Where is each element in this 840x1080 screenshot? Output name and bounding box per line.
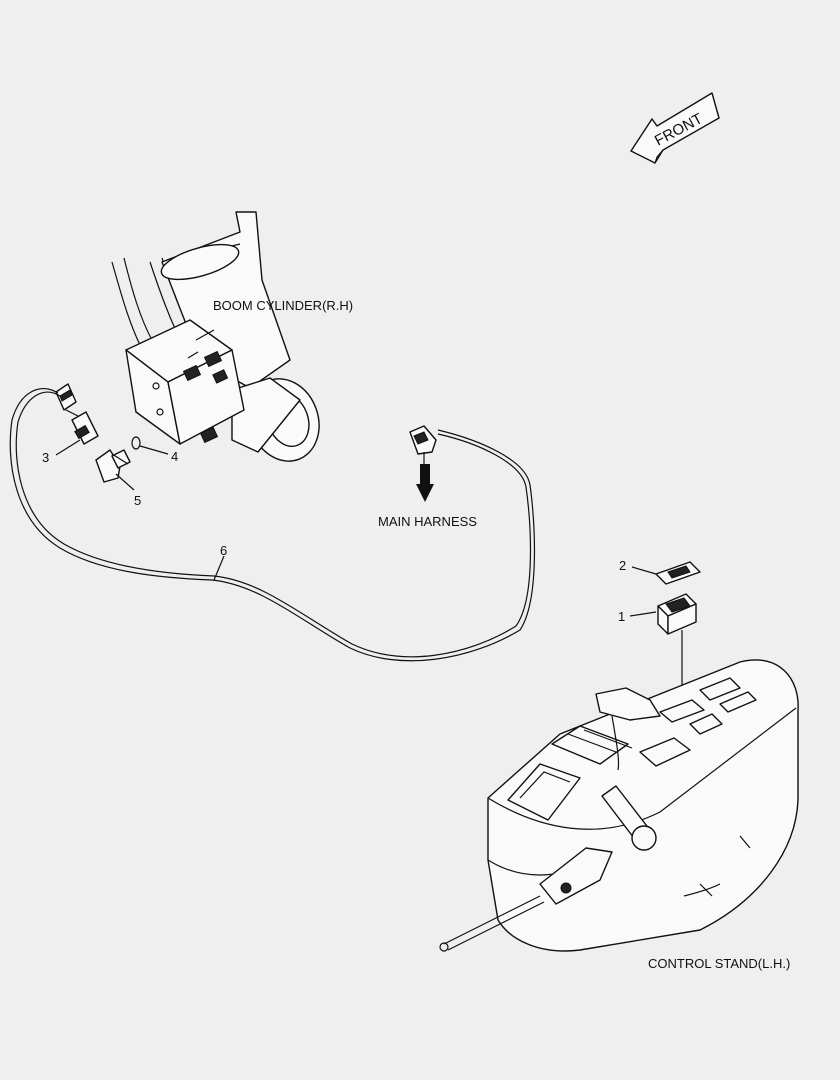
pressure-sensor-parts bbox=[55, 383, 141, 483]
sensor-harness-cable bbox=[9, 388, 536, 662]
control-stand-drawing bbox=[439, 659, 799, 952]
switch-cover bbox=[655, 561, 701, 585]
callout-5: 5 bbox=[134, 493, 141, 508]
main-harness-arrow-icon bbox=[416, 464, 434, 502]
front-arrow-icon bbox=[630, 92, 720, 164]
callout-6: 6 bbox=[220, 543, 227, 558]
main-harness-label: MAIN HARNESS bbox=[378, 514, 477, 529]
switch bbox=[657, 593, 697, 635]
callout-2: 2 bbox=[619, 558, 626, 573]
control-stand-label: CONTROL STAND(L.H.) bbox=[648, 956, 790, 971]
boom-cylinder-drawing bbox=[111, 211, 320, 462]
callout-3: 3 bbox=[42, 450, 49, 465]
callout-1: 1 bbox=[618, 609, 625, 624]
main-harness-connector bbox=[409, 425, 437, 464]
boom-cylinder-label: BOOM CYLINDER(R.H) bbox=[213, 298, 353, 313]
callout-4: 4 bbox=[171, 449, 178, 464]
